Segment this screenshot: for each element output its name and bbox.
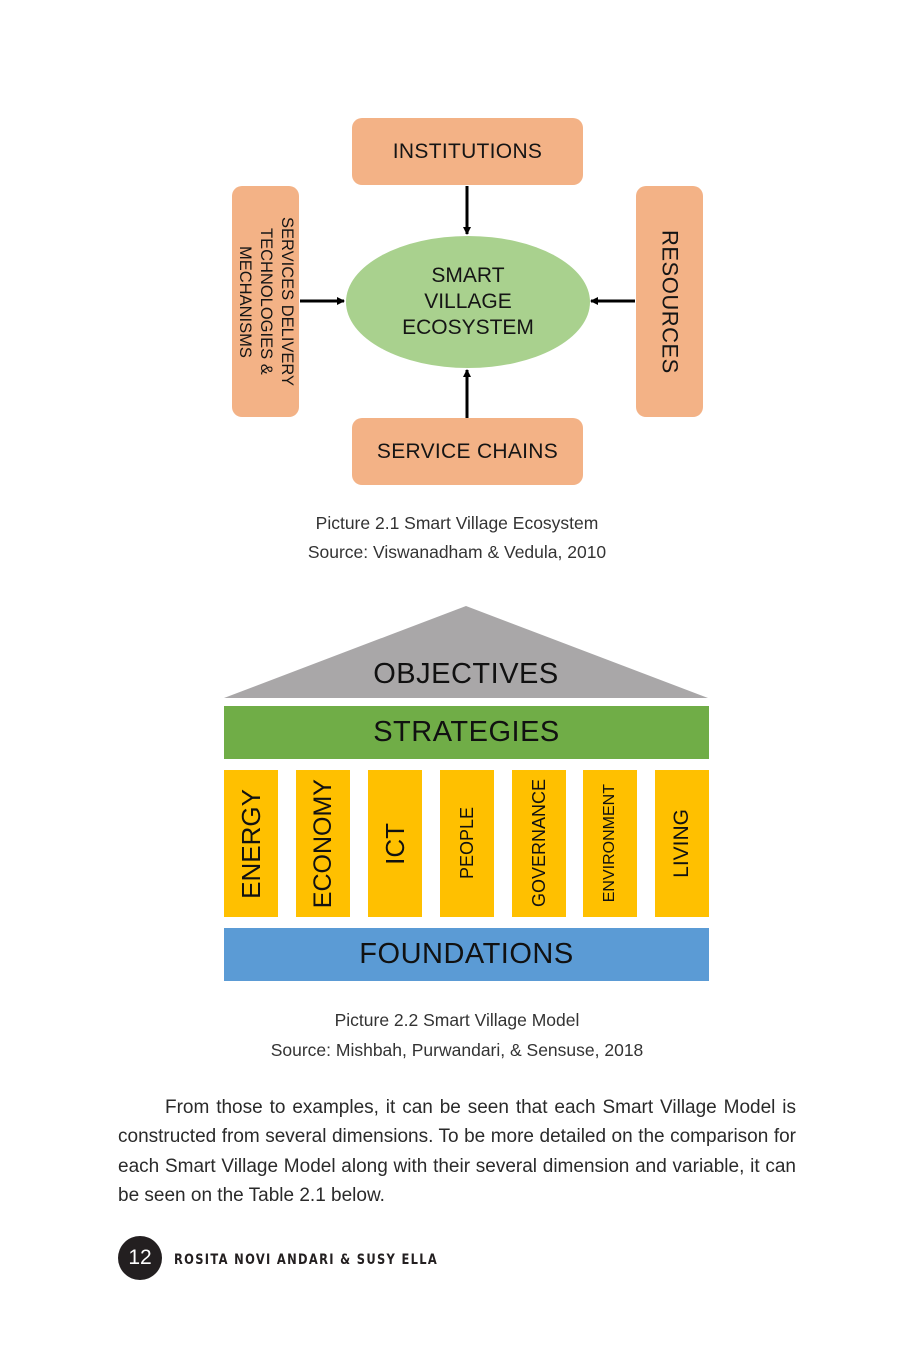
box-services-delivery: SERVICES DELIVERY TECHNOLOGIES & MECHANI… [232,186,299,417]
pillar-environment: ENVIRONMENT [583,770,637,917]
pillar-label: ENERGY [235,788,266,899]
ellipse-line: SMART [431,264,505,287]
figure2-caption: Picture 2.2 Smart Village Model [334,1010,580,1030]
foundations-band: FOUNDATIONS [224,928,709,981]
pillar-economy: ECONOMY [296,770,350,917]
pillar-label: PEOPLE [456,807,477,880]
ellipse-line: VILLAGE [424,290,512,313]
pillar-ict: ICT [368,770,422,917]
body-paragraph: From those to examples, it can be seen t… [118,1097,796,1206]
pillar-label: ICT [379,822,410,865]
pillar-label: ECONOMY [308,778,337,909]
box-resources: RESOURCES [636,186,703,417]
box-institutions: INSTITUTIONS [352,118,583,185]
box-resources-label: RESOURCES [657,229,683,374]
figure1-source: Source: Viswanadham & Vedula, 2010 [307,542,607,562]
box-institutions-label: INSTITUTIONS [392,139,543,163]
box-service-chains: SERVICE CHAINS [352,418,583,485]
figure2-source: Source: Mishbah, Purwandari, & Sensuse, … [270,1040,644,1060]
label-line: MECHANISMS [236,245,254,358]
page-number-badge: 12 [118,1236,162,1280]
figure1-caption: Picture 2.1 Smart Village Ecosystem [315,513,599,533]
page-number: 12 [128,1246,152,1269]
pillar-energy: ENERGY [224,770,278,917]
pillar-people: PEOPLE [440,770,494,917]
strategies-label: STRATEGIES [373,716,560,748]
pillar-label: LIVING [670,809,693,878]
pillar-living: LIVING [655,770,709,917]
pillar-label: GOVERNANCE [528,779,549,908]
label-line: TECHNOLOGIES & [257,228,275,375]
objectives-label: OBJECTIVES [373,658,559,690]
running-footer-authors: ROSITA NOVI ANDARI & SUSY ELLA [174,1252,439,1268]
box-services-delivery-label: SERVICES DELIVERY TECHNOLOGIES & MECHANI… [234,217,297,386]
ecosystem-ellipse: SMART VILLAGE ECOSYSTEM [346,236,590,368]
pillar-label: ENVIRONMENT [601,784,618,903]
foundations-label: FOUNDATIONS [359,938,574,970]
strategies-band: STRATEGIES [224,706,709,759]
pillar-governance: GOVERNANCE [512,770,566,917]
box-service-chains-label: SERVICE CHAINS [376,439,559,463]
ellipse-line: ECOSYSTEM [402,316,534,339]
label-line: SERVICES DELIVERY [278,216,296,387]
